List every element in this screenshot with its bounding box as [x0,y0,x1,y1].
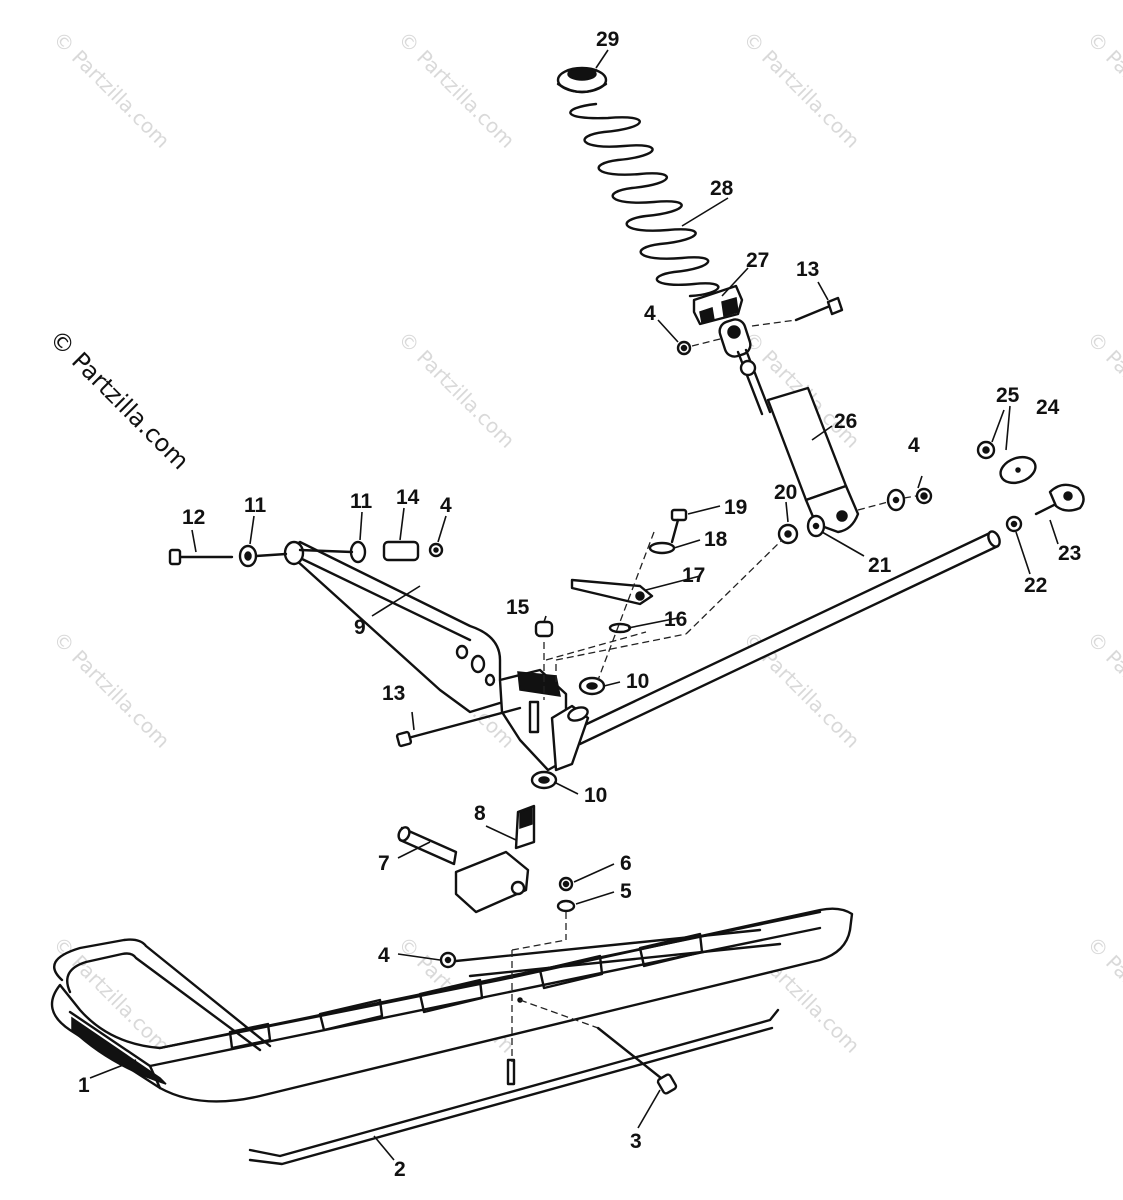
callout-19: 19 [724,496,747,519]
bolt-part-13-upper [794,296,844,322]
callout-10-lower: 10 [584,784,607,807]
grease-fitting-part-15 [534,620,554,638]
copyright-text: © Partzilla.com [44,324,195,475]
spindle-part-8 [454,804,536,914]
callout-28: 28 [710,177,734,200]
nut-part-4-left [428,542,444,558]
watermark: © Partzilla.com [393,27,519,153]
bushing-part-11a [238,544,258,568]
callout-27: 27 [746,249,769,272]
callout-29: 29 [596,28,619,51]
callout-7: 7 [378,852,390,875]
callout-8: 8 [474,802,486,825]
callout-4-upper: 4 [644,302,656,325]
watermark: © Partzilla.com [1082,327,1123,453]
callout-4-ski: 4 [378,944,390,967]
leader-lines [89,49,1059,1161]
callout-25: 25 [996,384,1020,407]
callout-16: 16 [664,608,687,631]
nut-part-4-upper [676,340,692,356]
callout-12: 12 [182,506,205,529]
nut-part-4-ski [439,951,457,969]
watermark: © Partzilla.com [1082,27,1123,153]
bushing-part-10-lower [530,770,558,790]
callout-11b: 11 [350,490,373,513]
pin-part-7 [397,826,458,866]
washer-part-18 [648,541,676,555]
spring-cap-part-29 [556,66,608,94]
ski-handle-loop [53,938,272,1052]
washer-part-20 [777,523,799,545]
callout-26: 26 [834,410,857,433]
callout-10-upper: 10 [626,670,649,693]
ski-part-1 [50,907,854,1103]
washer-part-21b [886,488,906,512]
callout-9: 9 [354,616,366,639]
radius-arm-part-9 [283,540,512,714]
callout-20: 20 [774,481,797,504]
callout-13-upper: 13 [796,258,819,281]
dust-shield-part-24 [999,455,1037,485]
bolt-part-12 [168,548,234,566]
jam-nut-part-22 [1005,515,1023,533]
tie-rod-end-part-23 [1034,483,1085,516]
bushing-part-10-upper [578,676,606,696]
callout-2: 2 [394,1158,406,1181]
nut-part-6 [558,876,574,892]
washer-part-21a [806,514,826,538]
steering-arm-part-17 [570,578,654,606]
callout-15: 15 [506,596,530,619]
callout-23: 23 [1058,542,1081,565]
watermark: © Partzilla.com [393,327,519,453]
bolt-part-19 [670,508,688,544]
callout-21: 21 [868,554,892,577]
watermark: © Partzilla.com [48,27,174,153]
callout-labels: 29 28 27 13 4 26 25 24 4 20 21 22 23 19 … [78,28,1081,1181]
callout-14: 14 [396,486,420,509]
callout-4-shock: 4 [908,434,920,457]
callout-24: 24 [1036,396,1060,419]
bolt-part-3 [596,1026,678,1095]
washer-part-16 [608,622,632,634]
callout-5: 5 [620,880,632,903]
wear-bar-part-2 [248,1008,780,1166]
callout-11a: 11 [244,494,267,517]
callout-17: 17 [682,564,705,587]
tie-rod [572,530,1001,746]
callout-22: 22 [1024,574,1047,597]
spindle-housing [498,668,590,772]
callout-3: 3 [630,1130,642,1153]
watermark: © Partzilla.com [1082,627,1123,753]
shock-absorber-part-26 [718,318,860,534]
watermark: © Partzilla.com [48,627,174,753]
callout-6: 6 [620,852,632,875]
bolt-part-13-lower [395,706,522,748]
nut-part-4-shock [915,487,933,505]
spacer-part-14 [382,540,420,562]
callout-13-lower: 13 [382,682,405,705]
callout-4-left: 4 [440,494,452,517]
callout-18: 18 [704,528,728,551]
washer-part-5 [556,899,576,913]
lower-spring-seat-part-27 [692,284,744,326]
watermarks: © Partzilla.com © Partzilla.com © Partzi… [48,27,1123,1058]
callout-1: 1 [78,1074,90,1097]
watermark: © Partzilla.com [738,27,864,153]
coil-spring-part-28 [569,102,720,298]
nut-part-25 [976,440,996,460]
watermark: © Partzilla.com [1082,932,1123,1058]
